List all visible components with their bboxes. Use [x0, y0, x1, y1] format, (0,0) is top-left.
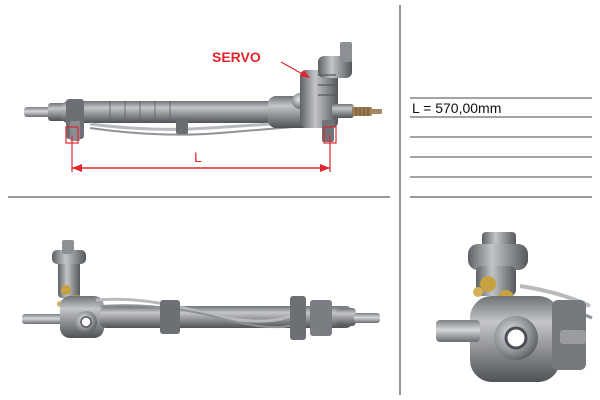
- servo-label: SERVO: [212, 49, 261, 65]
- steering-rack-top-image: [24, 42, 382, 142]
- servo-pointer-arrow: [280, 61, 310, 78]
- steering-rack-bottom-image: [22, 240, 380, 340]
- spec-table-rules: [410, 97, 592, 178]
- valve-closeup-image: [436, 232, 593, 382]
- length-dimension-label: L: [194, 149, 202, 165]
- length-dimension: [65, 126, 337, 172]
- panel-dividers: [8, 5, 592, 395]
- rack-length-spec: L = 570,00mm: [412, 100, 502, 116]
